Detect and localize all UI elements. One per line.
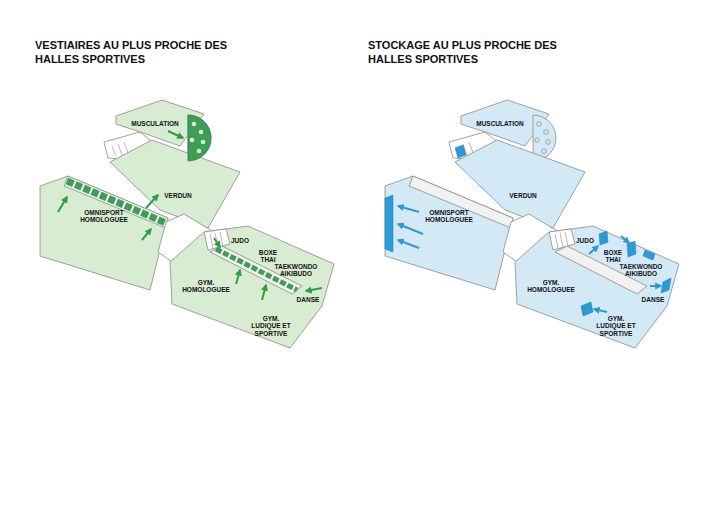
- room-label: VERDUN: [163, 191, 192, 200]
- storage-rooms: [385, 122, 671, 316]
- plan-right: [385, 100, 679, 348]
- room-name: MUSCULATION: [131, 120, 179, 127]
- room-label: DANSE: [641, 295, 666, 304]
- changing-rooms: [67, 115, 297, 290]
- room-name: OMNISPORT HOMOLOGUEE: [423, 209, 475, 224]
- panel-heading: STOCKAGE AU PLUS PROCHE DES HALLES SPORT…: [368, 38, 573, 67]
- room-name: GYM. HOMOLOGUEE: [525, 279, 577, 294]
- room-name: JUDO: [231, 237, 249, 244]
- room-label: MUSCULATION: [130, 119, 180, 128]
- room-label: BOXE THAI: [255, 248, 281, 265]
- room-name: TAEKWONDO AIKIBUDO: [272, 263, 320, 278]
- room-name: GYM. HOMOLOGUEE: [180, 279, 232, 294]
- room-name: JUDO: [576, 237, 594, 244]
- room-label: GYM. LUDIQUE ET SPORTIVE: [593, 314, 639, 338]
- room-label: GYM. HOMOLOGUEE: [179, 278, 233, 295]
- room-label: OMNISPORT HOMOLOGUEE: [422, 208, 476, 225]
- room-label: JUDO: [575, 236, 595, 245]
- room-label: OMNISPORT HOMOLOGUEE: [77, 208, 131, 225]
- green-arrows: [58, 131, 322, 300]
- room-name: GYM. LUDIQUE ET SPORTIVE: [594, 315, 638, 337]
- room-name: TAEKWONDO AIKIBUDO: [617, 263, 665, 278]
- room-name: VERDUN: [164, 192, 191, 199]
- room-label: TAEKWONDO AIKIBUDO: [616, 262, 666, 279]
- room-label: GYM. HOMOLOGUEE: [524, 278, 578, 295]
- room-name: BOXE THAI: [601, 249, 625, 264]
- room-label: DANSE: [296, 295, 321, 304]
- room-name: DANSE: [642, 296, 665, 303]
- room-name: VERDUN: [509, 192, 536, 199]
- room-name: GYM. LUDIQUE ET SPORTIVE: [249, 315, 293, 337]
- room-name: BOXE THAI: [256, 249, 280, 264]
- room-name: MUSCULATION: [476, 120, 524, 127]
- room-label: BOXE THAI: [600, 248, 626, 265]
- panel-heading: VESTIAIRES AU PLUS PROCHE DES HALLES SPO…: [35, 38, 240, 67]
- room-label: JUDO: [230, 236, 250, 245]
- room-label: MUSCULATION: [475, 119, 525, 128]
- plan-left: [40, 100, 334, 348]
- room-name: DANSE: [297, 296, 320, 303]
- room-label: TAEKWONDO AIKIBUDO: [271, 262, 321, 279]
- blue-arrows: [398, 206, 661, 312]
- room-label: GYM. LUDIQUE ET SPORTIVE: [248, 314, 294, 338]
- room-label: VERDUN: [508, 191, 537, 200]
- room-name: OMNISPORT HOMOLOGUEE: [78, 209, 130, 224]
